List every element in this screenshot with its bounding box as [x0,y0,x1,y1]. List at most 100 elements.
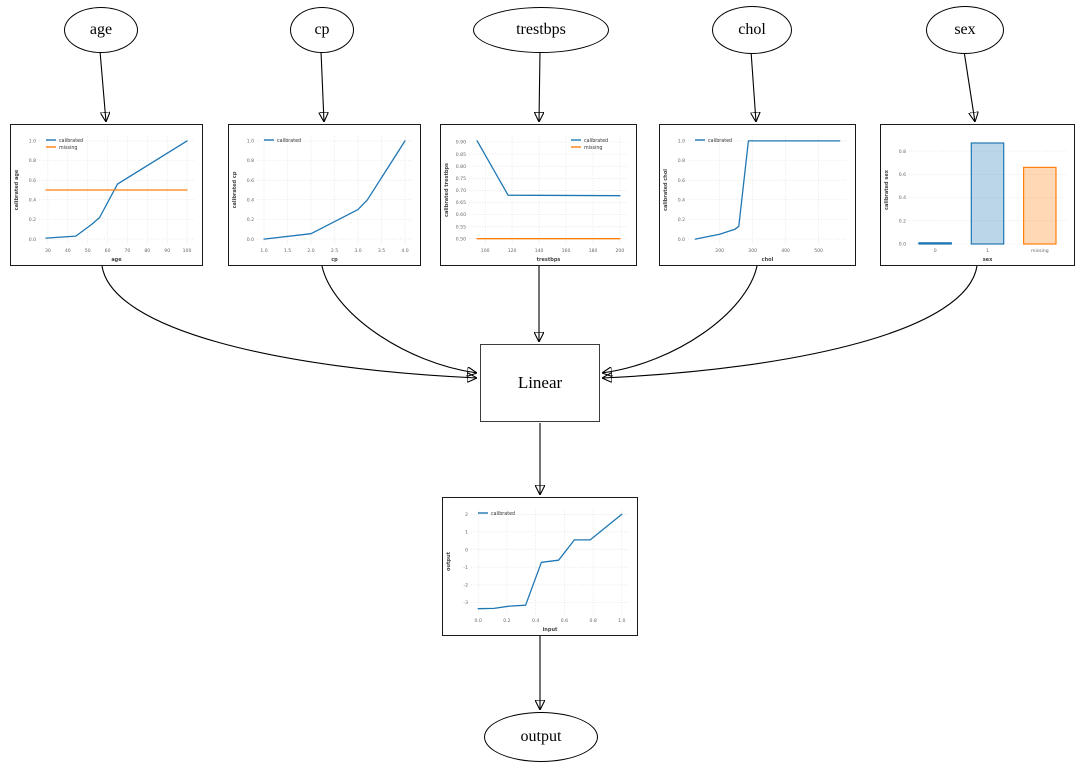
node-cp: cp [290,7,354,53]
node-trestbps: trestbps [473,7,609,53]
x-axis-label: sex [983,257,993,263]
y-tick-label: 0.2 [29,217,36,223]
x-tick-label: 50 [85,248,91,254]
y-tick-label: -2 [463,583,468,589]
y-tick-label: 0.2 [247,217,254,223]
x-tick-label: 300 [748,248,757,254]
x-tick-label: 0 [934,248,937,254]
y-tick-label: 1.0 [247,139,254,145]
y-tick-label: 0.8 [899,149,906,155]
y-tick-label: 0.70 [456,188,466,194]
node-output: output [484,712,598,762]
x-axis-label: input [543,627,558,633]
y-tick-label: 0.0 [29,237,36,243]
y-tick-label: 0.4 [247,198,254,204]
edge-cholplot-to-linear [602,265,758,373]
legend-label-missing: missing [59,145,77,151]
x-tick-label: 2.5 [331,248,338,254]
y-tick-label: 0.80 [456,164,466,170]
y-tick-label: -1 [463,565,468,571]
legend-label-missing: missing [584,145,602,151]
y-axis-label: calibrated sex [884,169,890,210]
x-tick-label: 0.2 [503,618,510,624]
x-axis-label: cp [331,257,338,263]
x-tick-label: 0.0 [475,618,482,624]
y-tick-label: 0.4 [29,198,36,204]
legend-label-calibrated: calibrated [59,138,83,144]
y-tick-label: 0.0 [247,237,254,243]
y-axis-label: calibrated chol [663,169,669,211]
y-tick-label: 0.8 [247,158,254,164]
x-tick-label: 200 [616,248,625,254]
legend-label-calibrated: calibrated [491,511,515,517]
y-tick-label: 0.8 [678,158,685,164]
y-tick-label: 0.75 [456,176,466,182]
y-axis-label: calibrated cp [232,171,238,208]
x-tick-label: 120 [508,248,517,254]
node-chol: chol [712,6,792,54]
bar-0 [918,242,952,245]
y-tick-label: 1 [465,530,468,536]
edge-cp-to-plot [321,50,324,122]
x-tick-label: 160 [562,248,571,254]
x-tick-label: 500 [814,248,823,254]
y-axis-label: output [446,551,452,571]
x-tick-label: 100 [183,248,192,254]
y-tick-label: 0.90 [456,140,466,146]
bar-1 [970,142,1005,245]
y-tick-label: 0.65 [456,200,466,206]
x-tick-label: 0.4 [532,618,539,624]
legend-label-calibrated: calibrated [584,138,608,144]
node-sex-label: sex [954,21,976,38]
x-axis-label: age [111,257,122,263]
x-tick-label: 400 [781,248,790,254]
edge-trestbps-to-plot [539,50,540,122]
x-tick-label: 70 [124,248,130,254]
y-tick-label: 0.6 [899,172,906,178]
node-linear: Linear [480,344,600,422]
y-tick-label: 0 [465,547,468,553]
node-cp-label: cp [314,21,330,38]
node-linear-label: Linear [517,373,563,392]
node-output-label: output [520,728,562,745]
node-age-label: age [89,21,113,38]
x-tick-label: 0.6 [561,618,568,624]
x-tick-label: 60 [105,248,111,254]
x-tick-label: 4.0 [401,248,408,254]
node-age: age [64,7,138,53]
series-calibrated-line [45,140,188,239]
y-axis-label: calibrated age [14,169,20,210]
y-tick-label: 0.8 [29,158,36,164]
y-tick-label: 0.85 [456,152,466,158]
x-tick-label: missing [1031,248,1049,254]
node-trestbps-label: trestbps [516,21,566,38]
node-chol-label: chol [738,21,766,38]
y-tick-label: 0.4 [678,198,685,204]
bar-missing [1023,166,1057,245]
x-tick-label: 100 [481,248,490,254]
y-tick-label: 1.0 [29,139,36,145]
x-tick-label: 1 [986,248,989,254]
edge-sexplot-to-linear [602,265,978,378]
node-sex: sex [926,6,1004,54]
y-tick-label: -3 [463,600,468,606]
y-tick-label: 0.0 [899,242,906,248]
x-tick-label: 1.0 [260,248,267,254]
y-axis-label: calibrated trestbps [444,163,450,217]
edge-age-to-plot [99,50,106,122]
y-tick-label: 1.0 [678,139,685,145]
x-tick-label: 140 [535,248,544,254]
series-calibrated-line [476,140,621,197]
